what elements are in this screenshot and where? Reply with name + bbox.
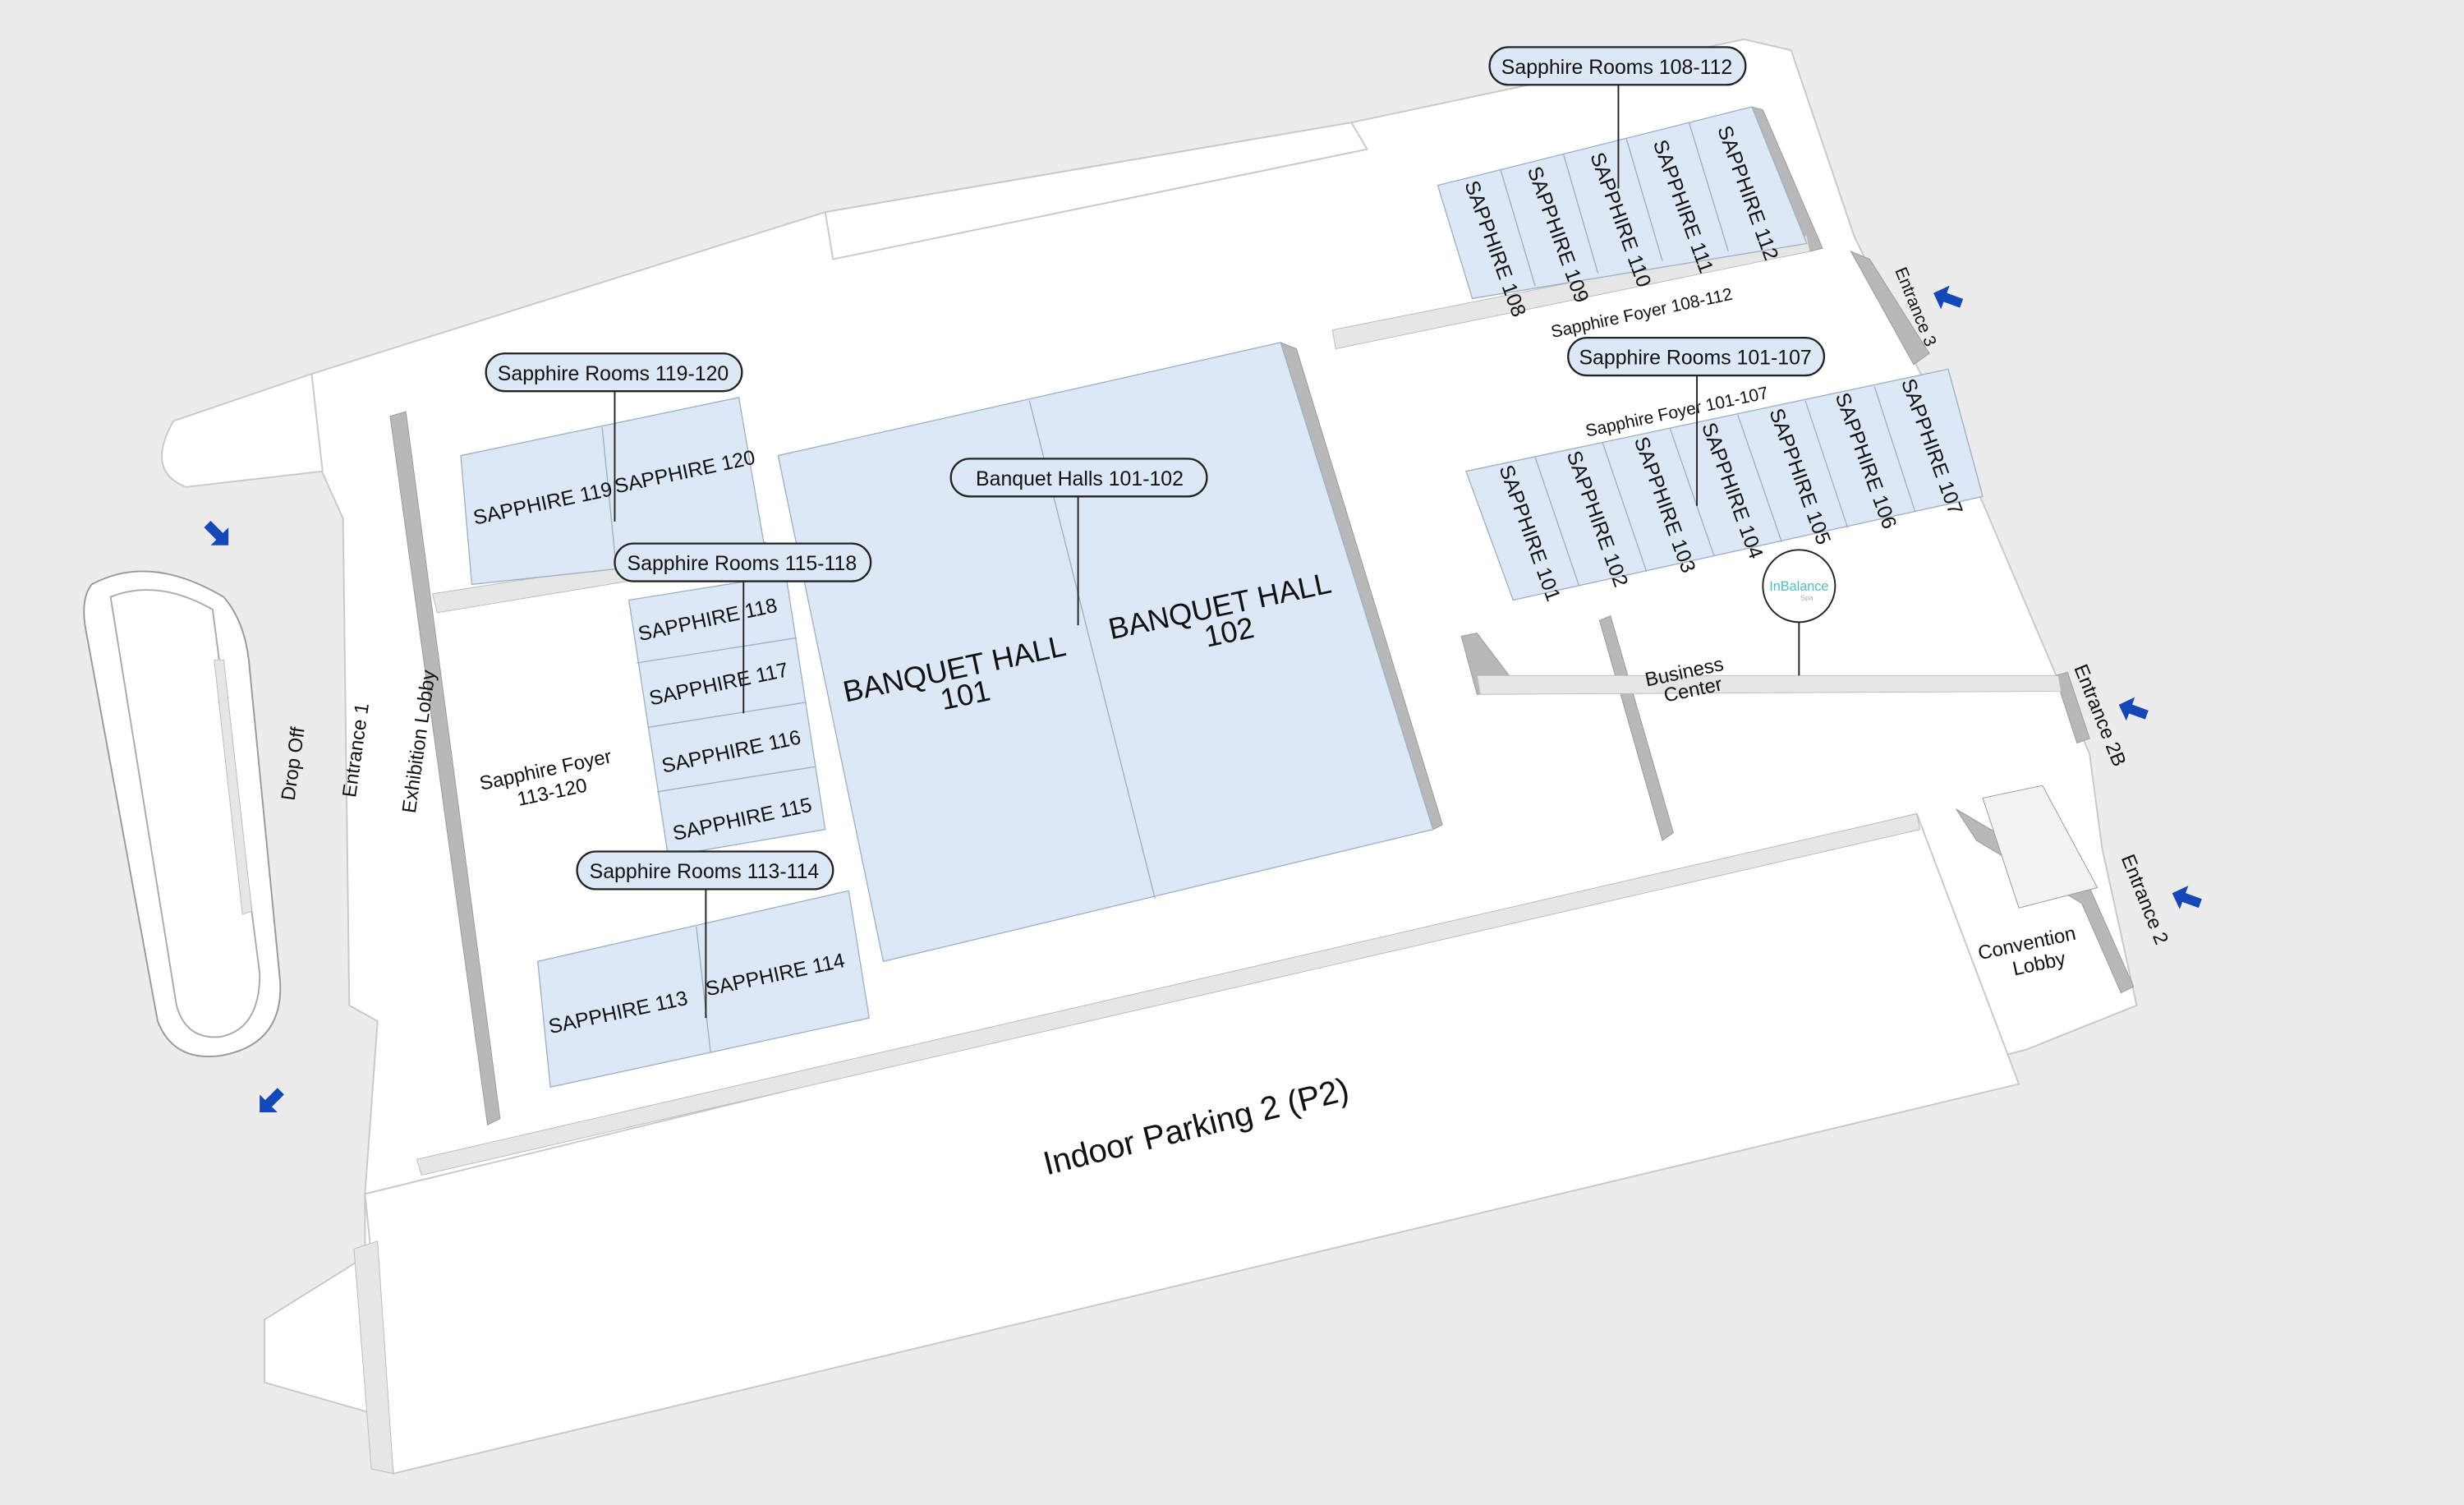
entrance-arrow-icon xyxy=(2172,886,2202,909)
svg-text:Banquet Halls 101-102: Banquet Halls 101-102 xyxy=(976,467,1184,490)
stairs xyxy=(1982,785,2099,909)
wall xyxy=(389,411,501,1125)
svg-text:Sapphire Rooms 101-107: Sapphire Rooms 101-107 xyxy=(1579,347,1811,370)
wall xyxy=(1598,614,1674,841)
wall xyxy=(2054,671,2090,744)
drop-off-island xyxy=(83,570,282,1057)
banquet-halls xyxy=(777,342,1434,963)
entrance-arrow-icon xyxy=(260,1088,284,1113)
wall xyxy=(1850,251,1930,366)
drop-off-inner xyxy=(109,589,261,1038)
callout-banquet-halls-101-102[interactable]: Banquet Halls 101-102 xyxy=(949,458,1208,626)
svg-text:Sapphire Rooms 115-118: Sapphire Rooms 115-118 xyxy=(627,552,857,575)
inbalance-spa-logo: InBalance xyxy=(1769,579,1828,594)
svg-text:Sapphire Rooms 108-112: Sapphire Rooms 108-112 xyxy=(1501,56,1732,79)
inbalance-spa-logo-sub: Spa xyxy=(1800,594,1814,602)
room-group-101-107 xyxy=(1465,368,1984,601)
wall xyxy=(1476,674,2062,695)
room-group-108-112 xyxy=(1437,106,1808,300)
label-entrance-2: Entrance 2 xyxy=(2117,851,2172,947)
callout-sapphire-113-114[interactable]: Sapphire Rooms 113-114 xyxy=(576,850,834,1019)
label-drop-off: Drop Off xyxy=(278,725,310,802)
callout-sapphire-119-120[interactable]: Sapphire Rooms 119-120 xyxy=(485,352,743,522)
svg-text:Sapphire Rooms 119-120: Sapphire Rooms 119-120 xyxy=(498,362,729,385)
wall xyxy=(416,813,1921,1176)
entrance-arrow-icon xyxy=(1933,285,1964,310)
west-road xyxy=(161,372,324,488)
inbalance-spa-marker[interactable]: InBalance Spa xyxy=(1762,549,1837,676)
room-group-115-118 xyxy=(627,574,826,857)
callout-sapphire-101-107[interactable]: Sapphire Rooms 101-107 xyxy=(1567,337,1826,506)
callout-sapphire-108-112[interactable]: Sapphire Rooms 108-112 xyxy=(1488,46,1747,189)
entrance-arrow-icon xyxy=(2118,697,2149,721)
entrance-arrow-icon xyxy=(204,520,229,545)
drop-off-bay xyxy=(214,659,253,915)
callout-sapphire-115-118[interactable]: Sapphire Rooms 115-118 xyxy=(614,542,872,714)
parking-edge xyxy=(353,1240,394,1475)
top-wing xyxy=(824,122,1368,260)
svg-text:Sapphire Rooms 113-114: Sapphire Rooms 113-114 xyxy=(590,860,820,883)
